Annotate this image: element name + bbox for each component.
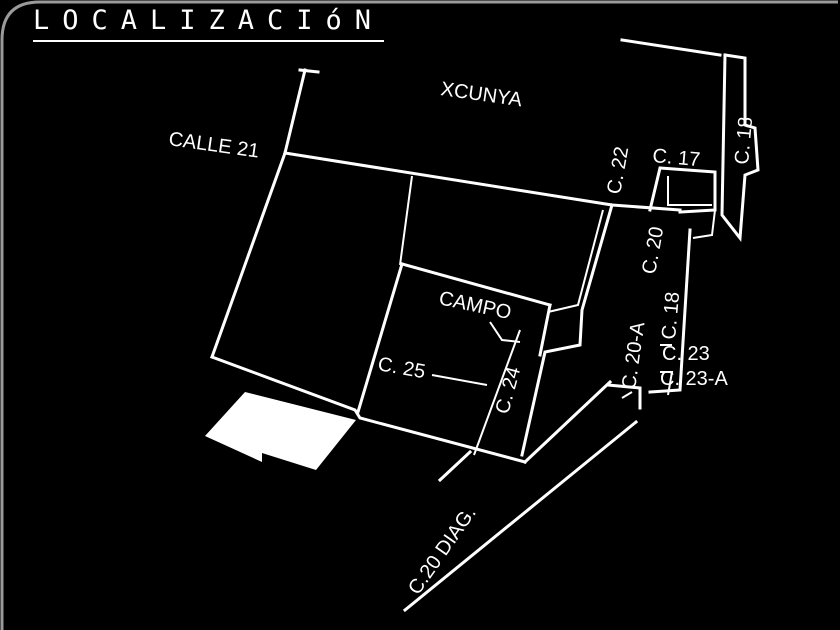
label-xcunya: XCUNYA (439, 78, 524, 111)
road-calle-18 (648, 228, 692, 394)
road-calle-17-box (667, 176, 712, 206)
label-c-23-a: C. 23-A (660, 368, 728, 390)
site-polygon (205, 392, 356, 470)
road-west-boundary (210, 151, 287, 359)
label-c-24: C. 24 (492, 364, 526, 416)
road-calle-18-inner (692, 209, 716, 239)
road-tick (298, 68, 320, 74)
road-calle-20-diag (522, 379, 613, 465)
road-north-east (620, 38, 722, 57)
page-title: LOCALIZACIóN (33, 6, 385, 42)
label-c-22: C. 22 (603, 145, 633, 196)
label-c-20-diag: C.20 DIAG. (404, 502, 481, 598)
label-c-20: C. 20 (638, 225, 668, 276)
road-calle-22-inner (547, 209, 604, 313)
road-calle-20 (648, 166, 717, 214)
road-calle-24 (473, 329, 521, 456)
road-calle-25 (431, 374, 488, 386)
road-calle-18-east (720, 53, 760, 242)
label-calle-21: CALLE 21 (167, 128, 260, 162)
road-inner-divider (399, 175, 413, 266)
road-campo-block (356, 262, 404, 414)
campo-pointer (489, 321, 521, 343)
road-diagonal-a (437, 449, 473, 483)
label-c-20-a: C. 20-A (618, 320, 649, 391)
label-c-25: C. 25 (376, 353, 427, 383)
road-diagonal-b (606, 383, 642, 410)
road-south-boundary (210, 355, 527, 464)
road-campo-north (400, 262, 552, 307)
label-c-23: C. 23 (662, 343, 710, 365)
road-campo-east (538, 303, 552, 357)
road-diagonal-c (621, 391, 633, 399)
road-calle-23-a (660, 371, 674, 396)
label-c-18-mid: C. 18 (658, 291, 684, 341)
road-north-extension (283, 68, 307, 155)
road-calle-20-diag-long (402, 419, 639, 613)
label-c-18-top: C. 18 (731, 116, 757, 166)
road-calle-22 (520, 203, 614, 457)
label-c-17: C. 17 (652, 145, 702, 171)
